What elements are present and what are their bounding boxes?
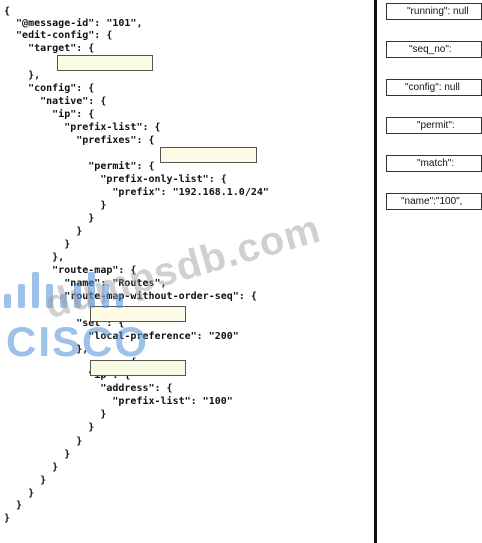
code-line: "set": {	[4, 318, 125, 329]
code-line: }	[4, 239, 71, 250]
option-label: "name":"100",	[401, 196, 463, 207]
code-line: }	[4, 200, 107, 211]
code-line: "config": {	[4, 83, 95, 94]
option-running-null[interactable]: "running": null	[386, 3, 482, 20]
option-label: "seq_no":	[409, 44, 452, 55]
code-line: {	[4, 6, 11, 17]
code-line: }	[4, 213, 95, 224]
code-line: "address": {	[4, 383, 173, 394]
code-line: }	[4, 462, 59, 473]
code-line: "local-preference": "200"	[4, 331, 239, 342]
drop-slot-target[interactable]	[57, 55, 153, 71]
drop-slot-route-map-match[interactable]	[90, 360, 186, 376]
option-match[interactable]: "match":	[386, 155, 482, 172]
option-seq-no[interactable]: "seq_no":	[386, 41, 482, 58]
option-name-100[interactable]: "name":"100",	[386, 193, 482, 210]
code-line: "prefix-list": {	[4, 122, 161, 133]
code-line: }	[4, 513, 11, 524]
drop-slot-prefixes[interactable]	[160, 147, 257, 163]
code-line: "edit-config": {	[4, 30, 113, 41]
answer-options-pane: "running": null "seq_no": "config": null…	[378, 0, 482, 543]
option-label: "match":	[417, 158, 455, 169]
code-line: "prefix": "192.168.1.0/24"	[4, 187, 269, 198]
code-line: "prefixes": {	[4, 135, 155, 146]
option-permit[interactable]: "permit":	[386, 117, 482, 134]
code-line: }	[4, 226, 83, 237]
code-line: },	[4, 252, 65, 263]
code-line: "target": {	[4, 43, 95, 54]
code-line: },	[4, 70, 41, 81]
option-label: "permit":	[417, 120, 455, 131]
code-line: "native": {	[4, 96, 107, 107]
code-line: }	[4, 488, 35, 499]
code-line: "route-map": {	[4, 265, 137, 276]
code-line: }	[4, 449, 71, 460]
code-line: }	[4, 436, 83, 447]
code-line: "@message-id": "101",	[4, 18, 143, 29]
code-line: "ip": {	[4, 109, 95, 120]
code-line: "prefix-list": "100"	[4, 396, 233, 407]
code-line: "name": "Routes",	[4, 278, 167, 289]
code-line: }	[4, 475, 47, 486]
option-config-null[interactable]: "config": null	[386, 79, 482, 96]
pane-divider	[374, 0, 377, 543]
code-line: "permit": {	[4, 161, 155, 172]
drop-slot-route-map-seq[interactable]	[90, 306, 186, 322]
code-line: },	[4, 344, 89, 355]
option-label: "running": null	[407, 6, 469, 17]
code-line: }	[4, 422, 95, 433]
option-label: "config": null	[405, 82, 460, 93]
code-line: "route-map-without-order-seq": {	[4, 291, 257, 302]
code-line: }	[4, 409, 107, 420]
code-line: }	[4, 500, 23, 511]
json-code-pane: { "@message-id": "101", "edit-config": {…	[4, 6, 269, 524]
code-line: "prefix-only-list": {	[4, 174, 227, 185]
